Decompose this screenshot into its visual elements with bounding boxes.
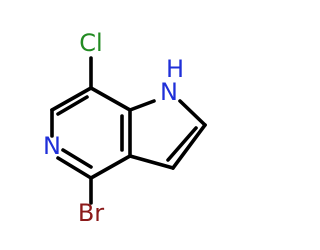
bond-n5-c4 <box>56 156 93 180</box>
bond-c7-c7a <box>89 86 132 112</box>
bond-c2-c3-inner <box>166 126 198 162</box>
chlorine-label: Cl <box>79 29 102 57</box>
bond-n1-c2 <box>178 99 207 127</box>
molecule-canvas: Cl H N N Br <box>43 29 207 227</box>
bond-c3-c3a <box>128 154 175 170</box>
bond-c7a-n1 <box>128 99 156 112</box>
bond-c2-c3 <box>171 123 207 170</box>
structure-diagram: Cl H N N Br <box>43 29 207 227</box>
pyrrole-n-label: N <box>160 78 178 106</box>
bromine-label: Br <box>78 199 104 227</box>
pyridine-nitrogen-label: N <box>43 132 61 160</box>
bond-c4-c3a <box>89 154 132 180</box>
bond-c7-c6 <box>50 86 93 112</box>
bonds <box>50 56 207 205</box>
bond-c7-c6-inner <box>56 95 89 116</box>
pyrrole-h-label: H <box>166 55 184 83</box>
bond-n5-c4-inner <box>61 148 93 169</box>
